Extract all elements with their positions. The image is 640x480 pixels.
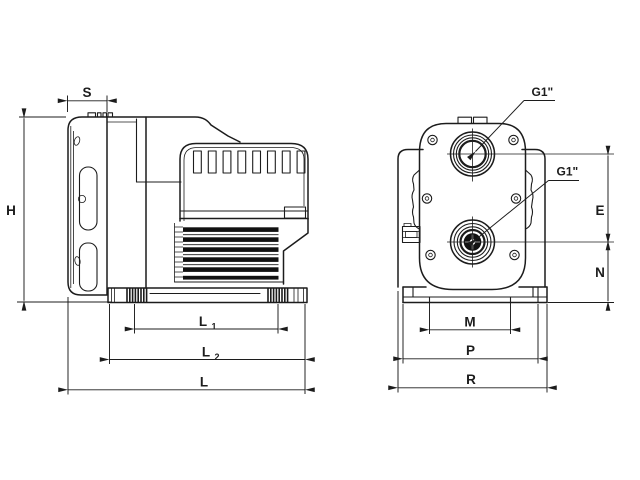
dim-r: R [388,291,557,393]
left-wing [411,169,421,230]
base-plate-side [107,287,308,304]
dim-l2: L 2 [99,304,315,394]
dim-s: S [57,85,117,112]
dim-e-label: E [595,203,604,218]
dim-n-label: N [595,265,605,280]
dim-m: M [419,302,521,334]
dim-p: P [393,304,548,364]
dim-l1-label: L [199,314,207,329]
callout-port-top: G1" [467,85,555,161]
dim-l1: L 1 [124,304,288,334]
callout-port-front: G1" [467,165,579,247]
dim-h: H [6,108,111,311]
side-view: S H L 1 L 2 L [6,85,315,395]
dim-r-label: R [466,372,476,387]
cable-gland [401,223,421,244]
dim-m-label: M [464,315,475,330]
head-screws [421,134,522,261]
dim-p-label: P [466,343,475,358]
pump-housing [67,112,114,296]
fan-cover-slots [192,150,306,174]
pump-head [401,116,534,291]
dim-l1-subscript: 1 [212,322,217,332]
port-top [447,128,614,182]
dim-n: N [548,233,614,311]
cooling-fins [173,223,285,283]
dim-l-overall: L [58,297,315,395]
base-plate-front [402,286,548,304]
port-top-label: G1" [532,85,554,99]
port-front-label: G1" [557,165,579,179]
motor-silhouette [397,148,546,288]
dim-l2-label: L [202,345,210,360]
dim-l2-subscript: 2 [215,352,220,362]
dim-l-label: L [200,375,208,390]
right-wing [524,169,534,230]
fan-cover [179,142,309,222]
motor-assembly [106,116,309,289]
dim-h-label: H [6,203,16,218]
dim-e: E [595,145,611,251]
dim-s-label: S [82,85,91,100]
housing-top-tabs [87,112,114,118]
front-view: G1" G1" E N [388,85,614,393]
